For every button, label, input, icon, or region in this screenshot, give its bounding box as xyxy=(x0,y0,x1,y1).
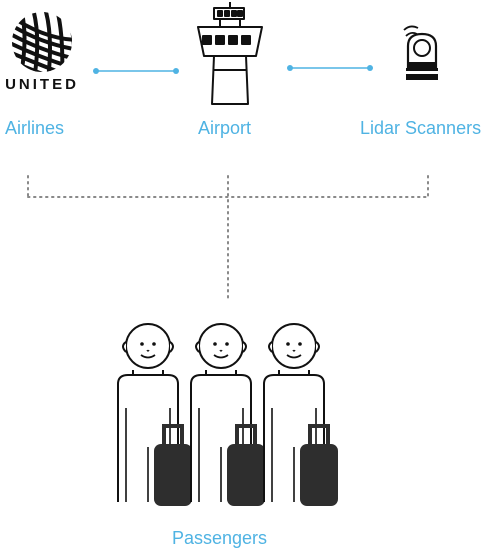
lidar-scanners-label: Lidar Scanners xyxy=(360,118,482,138)
passengers-label: Passengers xyxy=(172,528,268,548)
lidar-scanner-icon xyxy=(403,25,438,80)
united-logo-text: UNITED xyxy=(5,76,79,93)
airport-label: Airport xyxy=(198,118,252,138)
control-tower-icon xyxy=(197,2,263,105)
connector-airport-lidar xyxy=(287,65,373,71)
passenger-group xyxy=(116,322,340,508)
airlines-label: Airlines xyxy=(5,118,65,138)
passenger-icon xyxy=(262,322,340,508)
connector-airlines-airport xyxy=(93,68,179,74)
connector-tree xyxy=(27,175,429,301)
united-logo-icon: UNITED xyxy=(5,12,79,93)
passenger-icon xyxy=(189,322,267,508)
passenger-icon xyxy=(116,322,194,508)
